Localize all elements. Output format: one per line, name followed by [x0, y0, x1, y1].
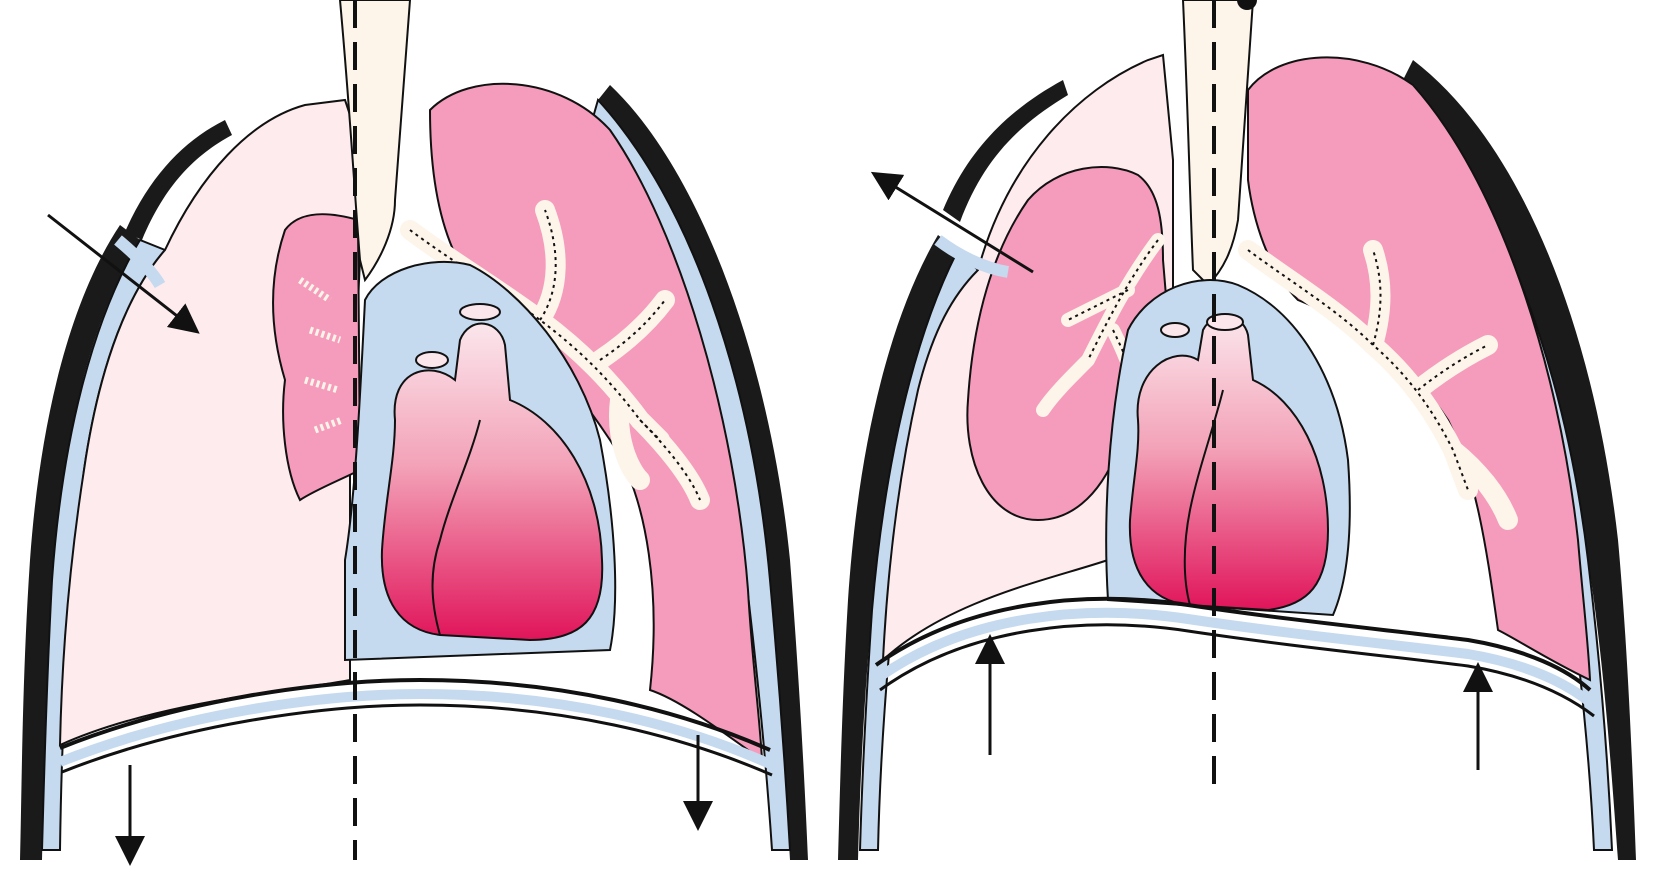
panel-inspiration	[0, 0, 827, 871]
diaphragm-lower	[62, 705, 772, 775]
panel-expiration	[828, 0, 1655, 871]
diaphragm-lower	[880, 625, 1594, 716]
diaphragm	[876, 599, 1590, 690]
collapsed-lung	[273, 214, 360, 500]
diaphragm-pleura	[878, 613, 1592, 704]
great-vessel	[460, 304, 500, 320]
great-vessel	[1161, 323, 1189, 337]
great-vessel	[416, 352, 448, 368]
clipped-glyph	[1235, 0, 1259, 12]
